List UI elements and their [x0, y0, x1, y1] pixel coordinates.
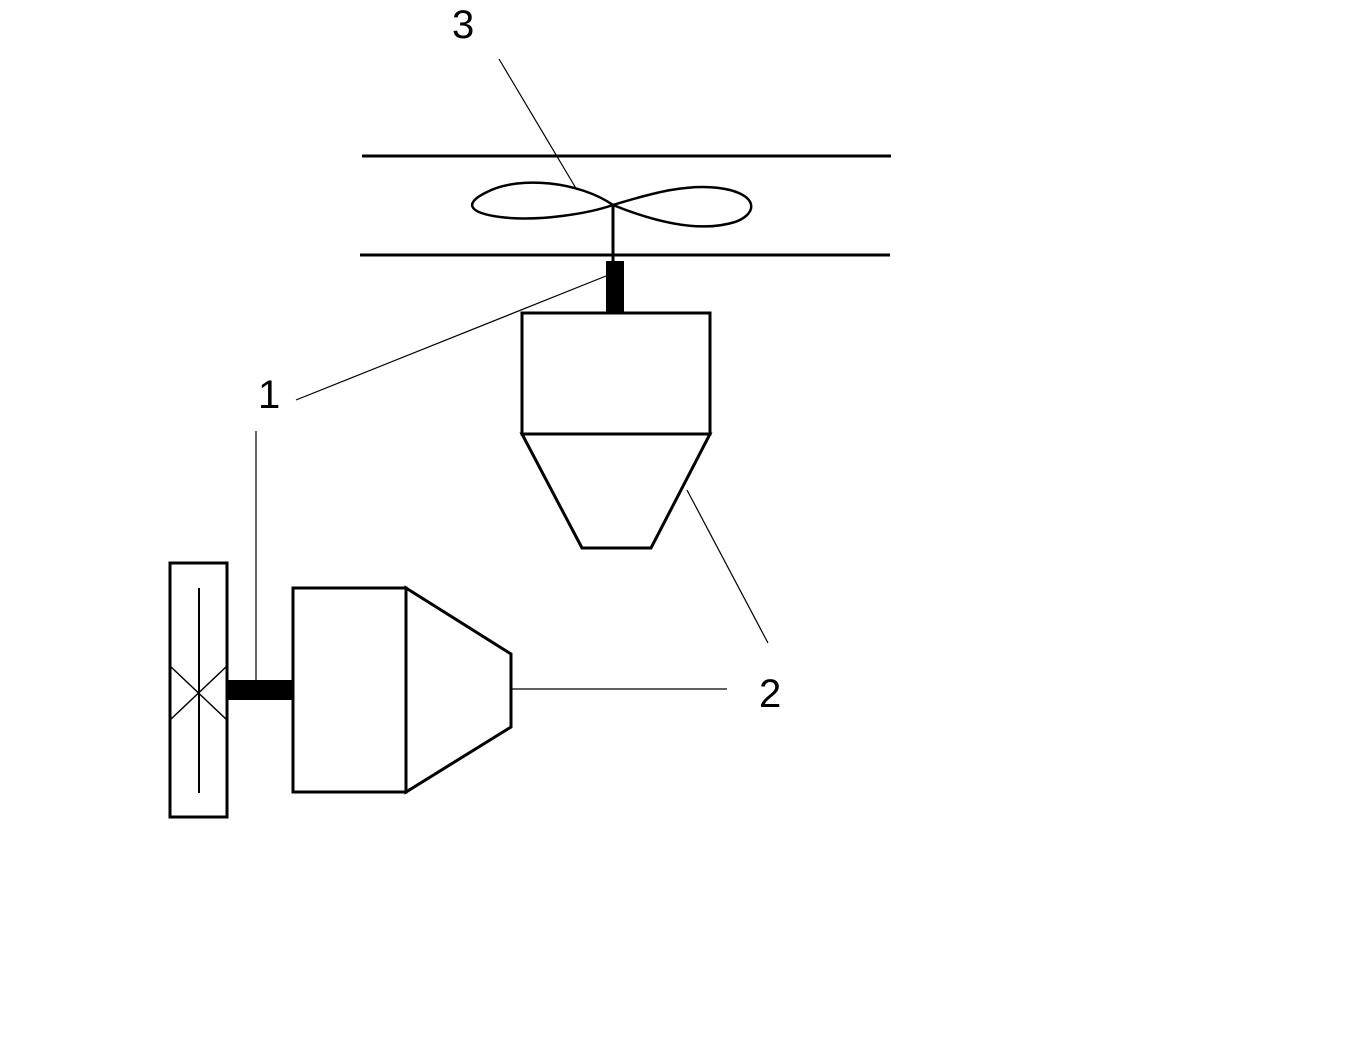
horizontal-motor-body	[291, 586, 408, 794]
horizontal-cone	[404, 585, 513, 795]
propeller-blades	[471, 181, 753, 228]
callout-2: 2	[759, 672, 781, 716]
callout-3: 3	[452, 3, 474, 47]
leader-lines	[255, 58, 769, 690]
leader-3-to-propeller	[498, 58, 578, 191]
vertical-hopper	[519, 432, 713, 550]
vertical-coupling	[606, 261, 624, 313]
leader-1-to-vertical-coupling	[295, 275, 607, 401]
horizontal-assembly	[168, 561, 513, 819]
vertical-motor-body	[520, 311, 712, 436]
fan-blade-diagonal-b	[169, 665, 228, 721]
callout-1: 1	[258, 373, 280, 417]
duct-assembly	[360, 154, 891, 550]
horizontal-coupling	[227, 680, 293, 700]
leader-2-to-hopper	[686, 489, 769, 644]
